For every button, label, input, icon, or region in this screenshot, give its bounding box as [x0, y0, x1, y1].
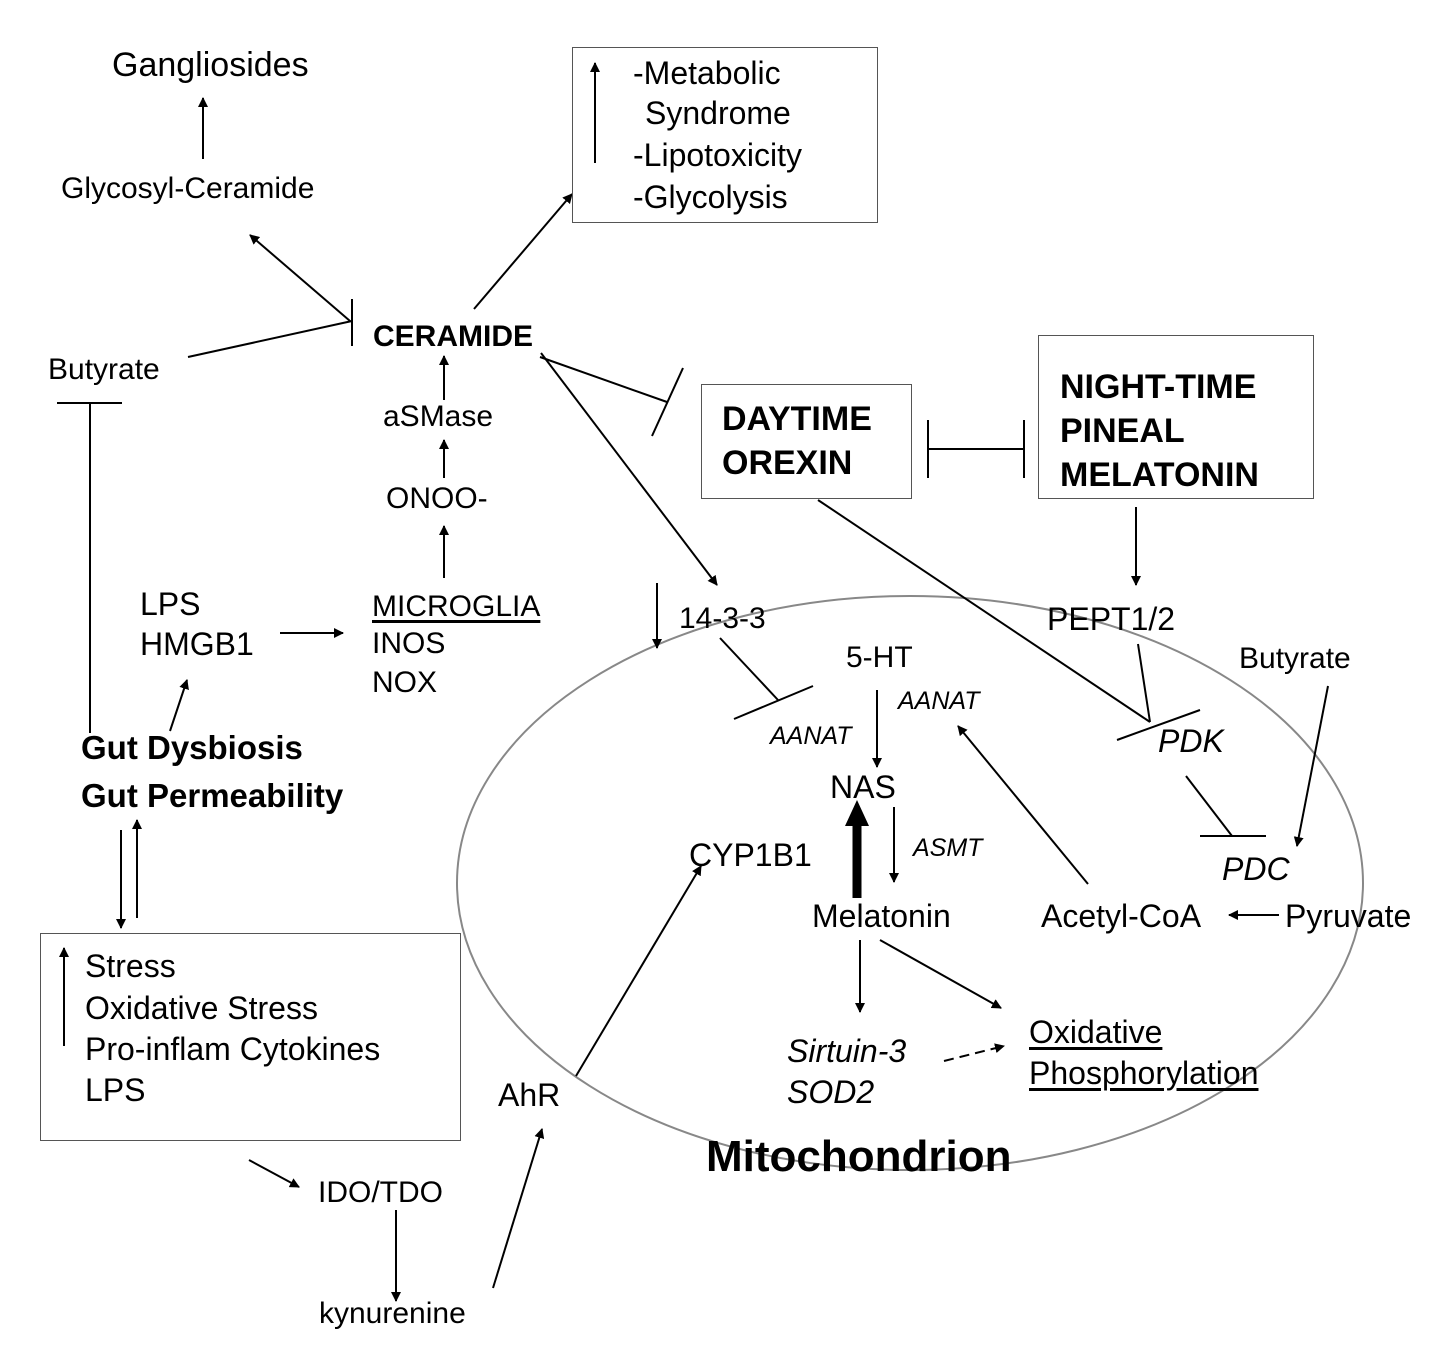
arrow-butyrate-to-pdc [1293, 685, 1329, 847]
orexin-line-2: OREXIN [722, 444, 853, 482]
stress-box [40, 933, 461, 1141]
melatonin-box-line-3: MELATONIN [1060, 456, 1259, 494]
inhibit-bar-aanat [733, 685, 814, 720]
daytime-orexin-box [701, 384, 912, 499]
ahr-label: AhR [498, 1077, 561, 1113]
microglia-label: MICROGLIA [372, 590, 541, 623]
melatonin-box-line-2: PINEAL [1060, 412, 1185, 450]
butyrate-right-label: Butyrate [1239, 642, 1351, 675]
aanat-left-label: AANAT [770, 722, 852, 750]
stress-line-3: Pro-inflam Cytokines [85, 1031, 381, 1067]
arrow-ceramide-to-14-3-3 [540, 352, 718, 586]
glycosyl-ceramide-label: Glycosyl-Ceramide [61, 172, 315, 205]
gangliosides-label: Gangliosides [112, 46, 309, 84]
aanat-right-label: AANAT [898, 687, 980, 715]
orexin-line-1: DAYTIME [722, 400, 872, 438]
acetyl-coa-label: Acetyl-CoA [1041, 898, 1202, 934]
cyp1b1-label: CYP1B1 [689, 837, 812, 873]
gut-dysbiosis-label: Gut Dysbiosis [81, 729, 303, 766]
inhibit-pdk-pdc [1185, 775, 1233, 837]
arrow-ahr-to-cyp1b1 [575, 865, 702, 1077]
oxidative-label: Oxidative [1029, 1014, 1163, 1050]
pdk-label: PDK [1158, 723, 1224, 759]
sirtuin-3-label: Sirtuin-3 [787, 1033, 907, 1069]
ceramide-label: CERAMIDE [373, 320, 534, 353]
inhibit-14-3-3-aanat [719, 637, 779, 701]
inhibit-ceramide-orexin [539, 356, 668, 403]
metabolic-box [572, 47, 878, 223]
14-3-3-label: 14-3-3 [679, 602, 766, 635]
asmase-label: aSMase [383, 400, 494, 433]
mitochondrion-label: Mitochondrion [706, 1132, 1012, 1181]
phosphorylation-label: Phosphorylation [1029, 1055, 1259, 1091]
nas-label: NAS [830, 769, 896, 805]
arrow-kynurenine-to-ahr [492, 1128, 545, 1289]
onoo-label: ONOO- [386, 482, 488, 515]
night-time-melatonin-box [1038, 335, 1314, 499]
5-ht-label: 5-HT [846, 641, 913, 674]
stress-line-1: Stress [85, 948, 176, 984]
pdc-label: PDC [1222, 851, 1290, 887]
inhibit-bar-pdk [1116, 709, 1201, 741]
arrow-ceramide-to-metabolic [473, 193, 573, 310]
metabolic-line-1: -Metabolic [633, 55, 781, 91]
metabolic-line-2: Syndrome [645, 95, 791, 131]
mitochondrion-outline [456, 595, 1364, 1171]
inhibit-pept-pdk [1137, 643, 1151, 723]
arrow-acetylcoa-to-aanat [957, 725, 1089, 885]
inhibit-butyrate-ceramide [187, 320, 353, 358]
hmgb1-label: HMGB1 [140, 626, 254, 662]
pept-label: PEPT1/2 [1047, 601, 1176, 637]
thick-arrowhead [845, 800, 869, 826]
ido-tdo-label: IDO/TDO [318, 1176, 443, 1209]
arrow-stress-to-ido [248, 1159, 300, 1188]
melatonin-label: Melatonin [812, 898, 951, 934]
arrow-gut-to-lps [169, 679, 189, 732]
arrow-sirtuin-to-oxphos [943, 1043, 1005, 1062]
stress-line-2: Oxidative Stress [85, 990, 318, 1026]
stress-line-4: LPS [85, 1072, 146, 1108]
asmt-label: ASMT [913, 834, 983, 862]
pyruvate-label: Pyruvate [1285, 898, 1412, 934]
butyrate-left-label: Butyrate [48, 353, 160, 386]
metabolic-line-4: -Glycolysis [633, 179, 788, 215]
gut-permeability-label: Gut Permeability [81, 777, 344, 814]
kynurenine-label: kynurenine [319, 1297, 466, 1330]
sod2-label: SOD2 [787, 1074, 875, 1110]
metabolic-line-3: -Lipotoxicity [633, 137, 802, 173]
inhibit-bar-orexin [651, 367, 684, 437]
arrow-ceramide-to-glycosyl [249, 234, 351, 322]
lps-label: LPS [140, 586, 201, 622]
arrow-melatonin-to-oxphos [879, 939, 1002, 1009]
melatonin-box-line-1: NIGHT-TIME [1060, 368, 1257, 406]
inos-label: INOS [372, 627, 446, 660]
nox-label: NOX [372, 666, 438, 699]
inhibit-orexin-pdk [817, 499, 1151, 723]
